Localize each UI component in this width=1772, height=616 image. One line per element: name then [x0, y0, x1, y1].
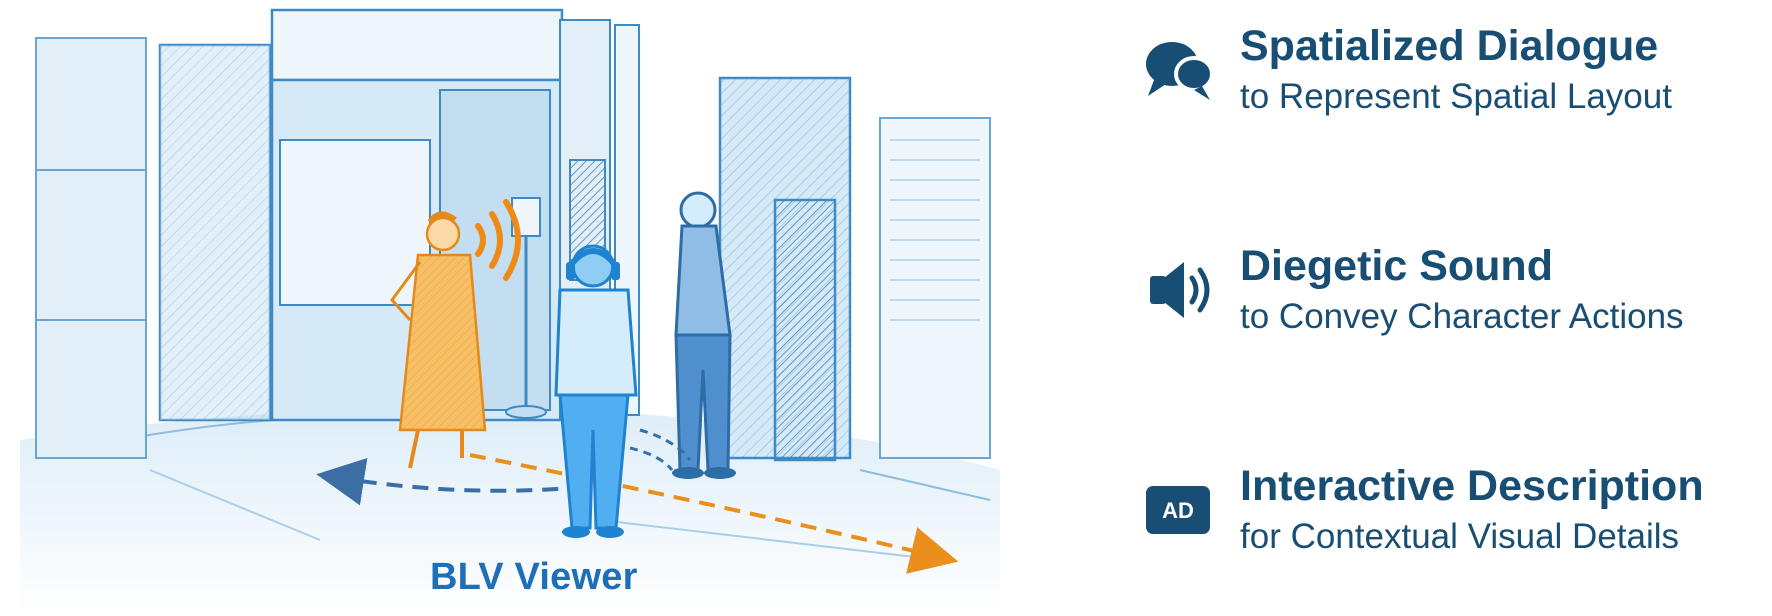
- feature-title: Diegetic Sound: [1240, 242, 1553, 290]
- feature-title: Spatialized Dialogue: [1240, 22, 1659, 70]
- ad-badge-icon: AD: [1146, 486, 1210, 534]
- sound-wave-icon: [475, 199, 521, 281]
- speaker-icon: [1150, 262, 1210, 318]
- feature-title: Interactive Description: [1240, 462, 1704, 510]
- ad-badge-text: AD: [1162, 498, 1194, 523]
- feature-subtitle: to Represent Spatial Layout: [1240, 77, 1672, 116]
- feature-subtitle: to Convey Character Actions: [1240, 297, 1684, 336]
- street-scene-illustration: [20, 8, 1000, 616]
- speaking-woman-figure: [390, 211, 487, 469]
- ground: [20, 408, 1000, 616]
- right-building: [718, 76, 991, 462]
- standing-man-figure: [672, 191, 736, 479]
- blv-viewer-figure: [554, 244, 638, 538]
- footstep-trail: [629, 428, 692, 471]
- blv-viewer-label: BLV Viewer: [430, 556, 638, 598]
- feature-subtitle: for Contextual Visual Details: [1240, 517, 1680, 556]
- speech-bubbles-icon: [1146, 42, 1214, 100]
- left-building: [35, 37, 272, 459]
